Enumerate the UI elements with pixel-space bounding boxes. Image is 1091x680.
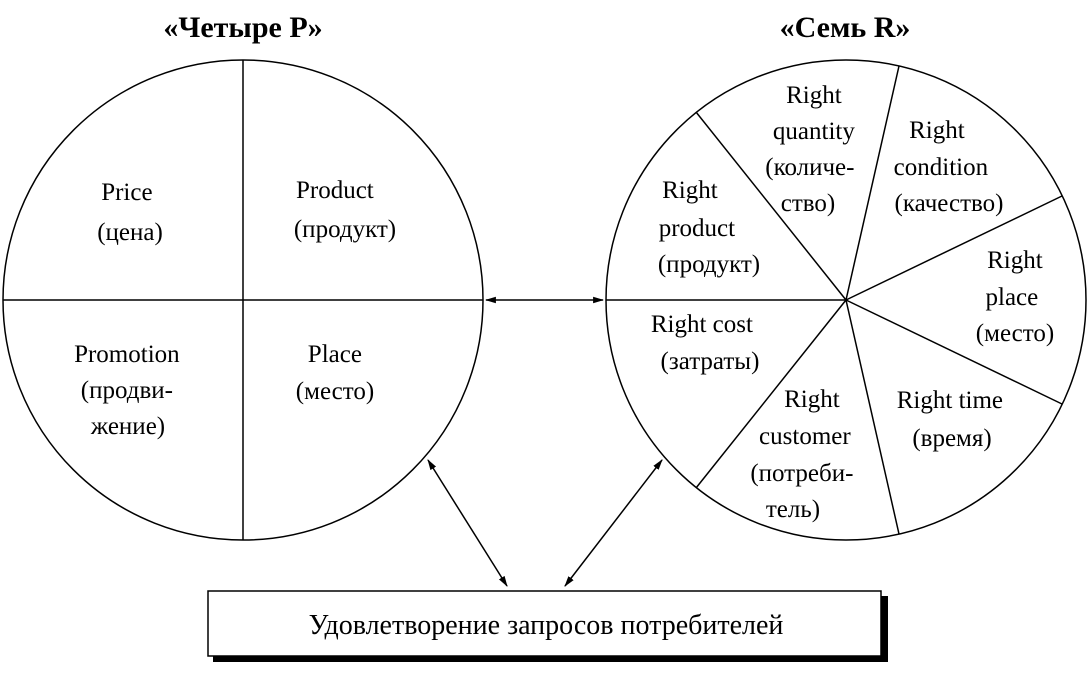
seven-r-quantity-line-3: (количе- (765, 154, 854, 181)
four-p-promotion-line-1: Promotion (74, 341, 180, 368)
four-p-promotion-label: Promotion (продви- жение) (74, 341, 186, 440)
four-p-place-label: Place (место) (296, 341, 374, 405)
seven-r-divider-lower-right (845, 299, 1063, 405)
seven-r-time-label: Right time (время) (897, 387, 1010, 452)
box-frame (207, 590, 882, 657)
four-p-promotion-line-2: (продви- (81, 377, 173, 404)
seven-r-place-line-3: (место) (976, 320, 1054, 347)
seven-r-divider-bottom (845, 299, 900, 535)
seven-r-quantity-line-1: Right (786, 82, 842, 109)
four-p-price-label: Price (цена) (97, 179, 163, 246)
connector-arrow-left-to-box (427, 459, 508, 587)
seven-r-product-line-3: (продукт) (658, 251, 760, 278)
four-p-promotion-line-3: жение) (90, 413, 165, 440)
seven-r-quantity-label: Right quantity (количе- ство) (765, 82, 861, 217)
seven-r-divider-lower-left (695, 299, 847, 489)
four-p-product-label: Product (продукт) (294, 177, 396, 243)
seven-r-condition-label: Right condition (качество) (894, 117, 1004, 217)
seven-r-customer-label: Right customer (потреби- тель) (750, 386, 859, 523)
four-p-circle: Price (цена) Product (продукт) Promotion… (2, 59, 484, 541)
seven-r-place-line-2: place (986, 284, 1039, 311)
seven-r-customer-line-4: тель) (766, 496, 820, 523)
seven-r-cost-line-2: (затраты) (661, 348, 760, 375)
seven-r-customer-line-1: Right (784, 386, 840, 413)
four-p-price-line-2: (цена) (97, 219, 163, 246)
four-p-product-line-1: Product (296, 177, 374, 204)
seven-r-divider-top (845, 65, 900, 301)
four-p-title: «Четыре P» (163, 11, 322, 44)
seven-r-customer-line-2: customer (759, 423, 851, 450)
seven-r-condition-line-1: Right (909, 117, 965, 144)
seven-r-product-label: Right product (продукт) (658, 177, 760, 278)
four-p-place-line-1: Place (308, 341, 362, 368)
box-label: Удовлетворение запросов потребителей (309, 610, 784, 641)
seven-r-quantity-line-4: ство) (781, 190, 835, 217)
seven-r-customer-line-3: (потреби- (750, 460, 853, 487)
four-p-price-line-1: Price (101, 179, 152, 206)
seven-r-divider-upper-right (845, 195, 1063, 301)
seven-r-title: «Семь R» (780, 11, 911, 44)
seven-r-time-line-1: Right time (897, 387, 1003, 414)
seven-r-time-line-2: (время) (912, 425, 991, 452)
seven-r-condition-line-3: (качество) (895, 190, 1004, 217)
seven-r-product-line-2: product (659, 215, 735, 242)
seven-r-condition-line-2: condition (894, 154, 989, 181)
seven-r-place-line-1: Right (987, 247, 1043, 274)
seven-r-cost-label: Right cost (затраты) (651, 311, 760, 375)
four-p-place-line-2: (место) (296, 378, 374, 405)
customer-satisfaction-box: Удовлетворение запросов потребителей (207, 590, 888, 662)
seven-r-quantity-line-2: quantity (773, 118, 855, 145)
seven-r-divider-upper-left (695, 111, 847, 301)
seven-r-product-line-1: Right (662, 177, 718, 204)
seven-r-place-label: Right place (место) (976, 247, 1054, 347)
four-p-product-line-2: (продукт) (294, 216, 396, 243)
seven-r-circle: Right product (продукт) Right quantity (… (605, 59, 1087, 541)
seven-r-cost-line-1: Right cost (651, 311, 753, 338)
connector-arrow-right-to-box (564, 459, 663, 587)
